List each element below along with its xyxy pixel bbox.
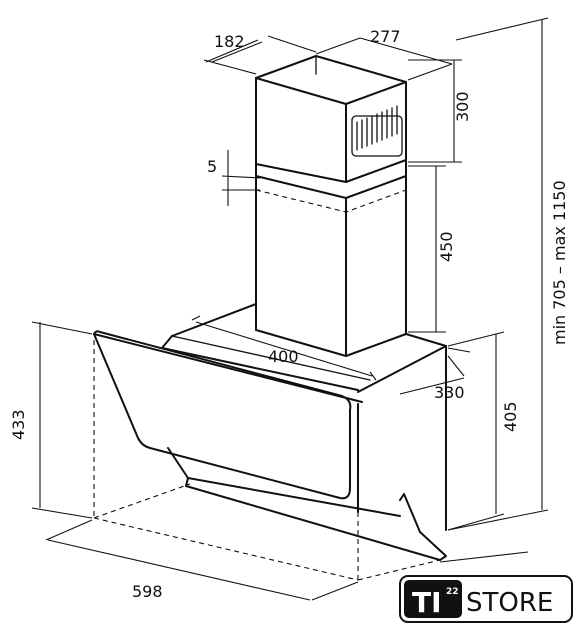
label-330: 330 [434,383,465,402]
label-450: 450 [437,231,456,262]
body-front-upper-edge [171,335,371,381]
dim-405-line [447,331,505,531]
glass-lower-panel [167,447,401,517]
label-433: 433 [9,409,28,440]
logo-store: STORE [466,588,553,618]
dim-330-line [399,347,471,395]
vent-grille [351,105,403,157]
upper-chimney-outline [255,55,407,183]
dim-300-line [408,59,462,163]
hood-body [161,303,447,531]
label-182: 182 [214,32,245,51]
glass-bottom-panel [185,477,447,561]
glass-panel [93,330,447,561]
body-top-right [357,345,447,393]
vent-slots [356,105,398,151]
body-top-back [171,303,447,347]
dim-433-line [31,321,93,519]
hidden-bottom-left [93,483,191,519]
hidden-lines [93,340,441,581]
dim-598-line [45,519,529,601]
dimension-lines [31,17,549,601]
dim-400-line [191,315,377,381]
dim-450-line [408,165,446,333]
upper-chimney-top-edge [255,77,407,105]
logo-ti: TI [412,586,442,619]
label-5: 5 [207,157,217,176]
logo-superscript: 22 [446,587,459,597]
dimension-labels: 182 277 300 5 450 min 705 – max 1150 400… [9,27,569,601]
label-300: 300 [453,91,472,122]
dim-182-line [203,35,317,75]
dim-5-line [221,150,261,206]
label-598: 598 [132,582,163,601]
label-405: 405 [501,401,520,432]
glass-front-face [93,330,352,500]
label-400: 400 [268,347,299,366]
chimney-joint-hidden [255,189,407,213]
label-277: 277 [370,27,401,46]
logo-badge [404,580,462,618]
lower-chimney-bottom [255,329,407,357]
hidden-bottom-front [93,517,359,581]
label-total-height: min 705 – max 1150 [550,180,569,345]
glass-top-edge [93,333,363,403]
dim-total-line [447,17,549,531]
chimney [255,55,407,357]
store-logo: TI 22 STORE [399,575,573,623]
